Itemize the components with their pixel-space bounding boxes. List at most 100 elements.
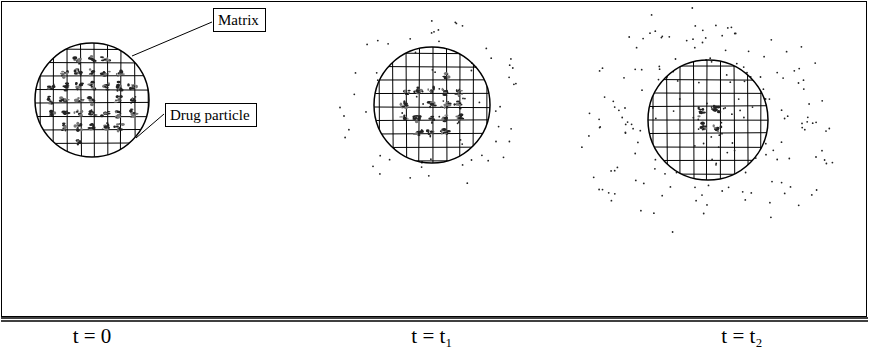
drug-dot (808, 103, 810, 105)
particle-grain (703, 127, 708, 131)
drug-dot (718, 110, 720, 112)
particle-grain (77, 127, 79, 128)
drug-dot (438, 29, 440, 31)
drug-dot (631, 123, 633, 125)
drug-dot (438, 40, 440, 42)
drug-dot (428, 175, 430, 177)
grid-line (418, 47, 420, 163)
particle-grain (431, 130, 435, 133)
particle-grain (714, 128, 717, 131)
particle-grain (117, 115, 121, 118)
particle-grain (699, 111, 701, 114)
drug-particle (441, 115, 448, 123)
particle-grain (442, 100, 444, 102)
particle-grain (93, 100, 95, 103)
drug-particle (74, 109, 84, 116)
particle-grain (119, 87, 122, 91)
particle-grain (47, 86, 51, 89)
drug-dot (670, 186, 672, 188)
drug-particle (76, 139, 82, 145)
particle-grain (64, 111, 67, 114)
drug-dot (673, 110, 675, 112)
drug-dot (694, 25, 696, 27)
drug-dot (653, 212, 655, 214)
drug-particles (47, 55, 723, 146)
drug-dot (632, 128, 634, 130)
frame (2, 2, 867, 317)
drug-dot (355, 72, 357, 74)
drug-dot (692, 117, 694, 119)
drug-dot (379, 173, 381, 175)
time-label: t = t₂ (721, 324, 762, 349)
drug-dot (743, 117, 745, 119)
drug-dot (816, 189, 818, 191)
particle-grain (105, 89, 110, 90)
particle-grain (91, 70, 96, 72)
particle-grain (91, 70, 95, 72)
particle-grain (703, 128, 705, 130)
drug-dot (431, 20, 433, 22)
drug-dot (401, 112, 403, 114)
particle-grain (66, 70, 69, 73)
particle-grain (49, 100, 51, 102)
drug-dot (640, 210, 642, 212)
drug-dot (409, 38, 411, 40)
drug-dot (711, 158, 713, 160)
drug-dot (812, 122, 814, 124)
drug-dot (366, 44, 368, 46)
particle-grain (444, 77, 446, 79)
drug-dot (703, 213, 705, 215)
drug-dot (702, 29, 704, 31)
particle-grain (713, 108, 717, 111)
drug-dot (718, 146, 720, 148)
drug-particle (399, 115, 409, 121)
particle-grain (80, 140, 82, 143)
particle-grain (107, 111, 111, 112)
drug-dot (807, 116, 809, 118)
particle-grain (102, 75, 106, 76)
particle-grain (90, 59, 93, 60)
drug-dot (828, 128, 830, 130)
particle-grain (446, 90, 448, 92)
drug-dot (376, 72, 378, 74)
drug-dot (415, 52, 417, 54)
drug-dot (675, 58, 677, 60)
drug-dot (457, 122, 459, 124)
drug-dot (623, 77, 625, 79)
drug-particle (441, 128, 451, 135)
drug-dot (821, 150, 823, 152)
drug-dot (471, 159, 473, 161)
particle-grain (444, 133, 448, 134)
particle-grain (441, 131, 443, 134)
drug-dot (462, 25, 464, 27)
drug-dot (343, 115, 345, 117)
particle-grain (443, 104, 447, 106)
grid-line (648, 93, 768, 94)
particle-grain (442, 94, 447, 97)
drug-dot (765, 143, 767, 145)
particle-grain (64, 125, 67, 128)
particle-grain (428, 117, 432, 121)
particle-grain (87, 83, 90, 85)
drug-dot (625, 124, 627, 126)
drug-dot (608, 192, 610, 194)
drug-dot (659, 68, 661, 70)
drug-dot (668, 36, 670, 38)
drug-dot (372, 165, 374, 167)
drug-dot (679, 98, 681, 100)
particle-grain (430, 89, 433, 93)
drug-particle (442, 72, 450, 79)
particle-grain (130, 117, 133, 119)
grid-line (648, 120, 768, 121)
drug-particle (413, 87, 423, 95)
particle-grain (415, 132, 418, 135)
particle-grain (444, 117, 446, 118)
drug-dot (440, 130, 442, 132)
particle-grain (91, 109, 93, 112)
particle-grain (103, 112, 108, 114)
drug-dot (598, 118, 600, 120)
drug-dot (705, 37, 707, 39)
drug-particle (455, 113, 464, 123)
drug-dot (697, 119, 699, 121)
drug-dot (725, 49, 727, 51)
